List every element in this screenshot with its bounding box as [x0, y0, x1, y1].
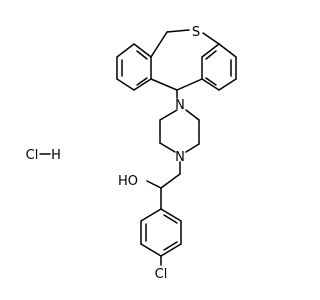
salt-chlorine-label: Cl: [26, 148, 39, 163]
chlorophenyl-ring: [140, 208, 182, 266]
sulfur-atom-label: S: [192, 25, 200, 40]
left-benzene-ring: [116, 43, 152, 91]
ethanol-linker: [146, 161, 181, 210]
nitrogen-bottom-label: N: [175, 150, 185, 165]
structure-canvas: S N N HO Cl Cl H: [26, 25, 237, 282]
thiepine-ring: [150, 29, 220, 99]
hydroxyl-label: HO: [118, 174, 138, 189]
right-benzene-ring: [201, 43, 237, 91]
salt-hydrogen-label: H: [51, 148, 61, 163]
molecule-structure: S N N HO Cl Cl H: [26, 25, 237, 282]
piperazine-ring: [159, 109, 200, 153]
nitrogen-top-label: N: [175, 98, 185, 113]
aryl-chlorine-label: Cl: [155, 267, 168, 282]
